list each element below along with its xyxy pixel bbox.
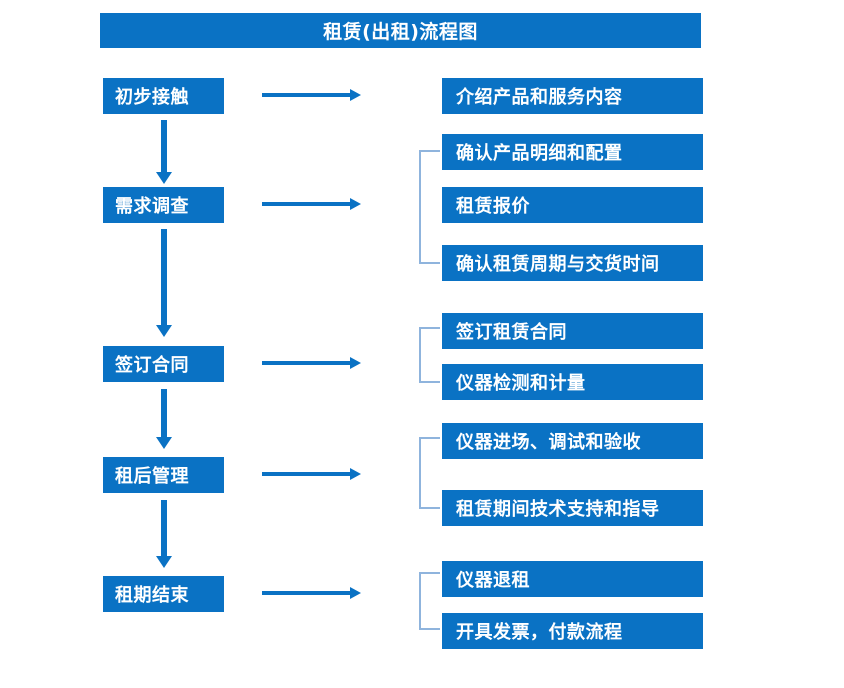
detail-box-5-1[interactable]: 仪器退租 [442,561,703,597]
flow-arrow-down-3 [156,389,172,449]
stage-box-5[interactable]: 租期结束 [103,576,224,612]
detail-box-4-1[interactable]: 仪器进场、调试和验收 [442,423,703,459]
flow-arrow-right-2 [262,198,361,210]
stage-box-1[interactable]: 初步接触 [103,78,224,114]
group-bracket-5 [419,572,440,630]
flow-arrow-right-1 [262,89,361,101]
detail-box-2-3[interactable]: 确认租赁周期与交货时间 [442,245,703,281]
stage-box-2[interactable]: 需求调查 [103,187,224,223]
detail-box-1-1[interactable]: 介绍产品和服务内容 [442,78,703,114]
flow-arrow-down-1 [156,120,172,184]
group-bracket-4 [419,437,440,509]
flow-arrow-right-5 [262,587,361,599]
detail-box-2-1[interactable]: 确认产品明细和配置 [442,134,703,170]
flow-arrow-right-4 [262,468,361,480]
detail-box-4-2[interactable]: 租赁期间技术支持和指导 [442,490,703,526]
diagram-title: 租赁(出租)流程图 [100,13,701,48]
stage-box-3[interactable]: 签订合同 [103,346,224,382]
detail-box-3-2[interactable]: 仪器检测和计量 [442,364,703,400]
flow-arrow-down-2 [156,229,172,337]
flow-arrow-down-4 [156,500,172,568]
flow-arrow-right-3 [262,357,361,369]
detail-box-2-2[interactable]: 租赁报价 [442,187,703,223]
group-bracket-3 [419,327,440,383]
stage-box-4[interactable]: 租后管理 [103,457,224,493]
detail-box-3-1[interactable]: 签订租赁合同 [442,313,703,349]
detail-box-5-2[interactable]: 开具发票，付款流程 [442,613,703,649]
group-bracket-2 [419,150,440,264]
